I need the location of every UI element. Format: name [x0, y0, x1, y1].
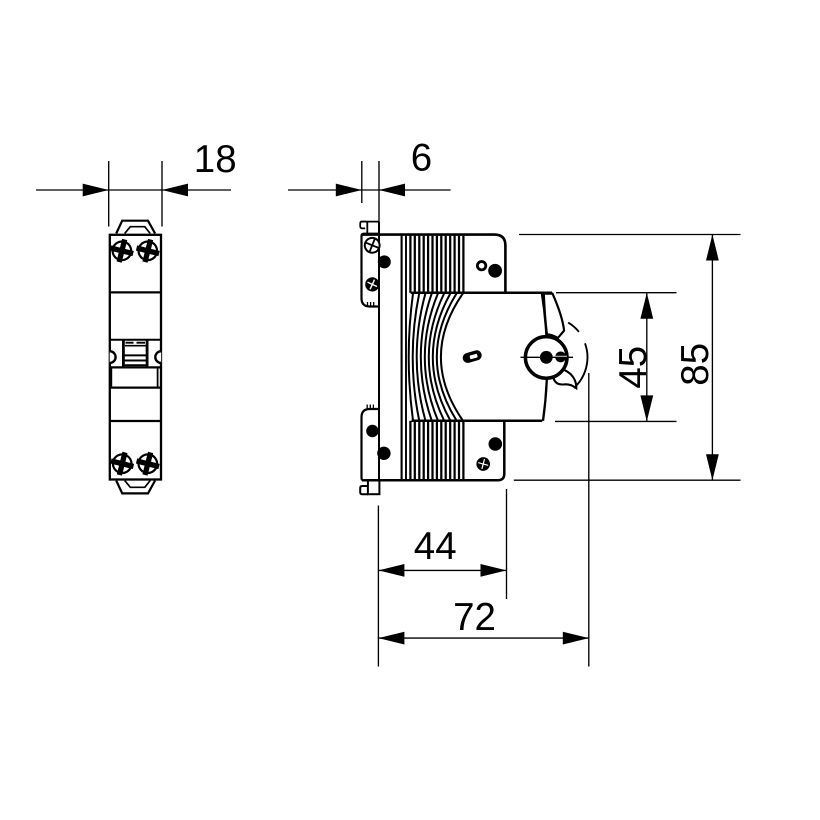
- svg-text:44: 44: [414, 525, 457, 568]
- svg-text:85: 85: [674, 343, 717, 386]
- svg-text:45: 45: [612, 346, 655, 389]
- svg-text:18: 18: [194, 138, 237, 181]
- svg-text:72: 72: [453, 596, 496, 639]
- svg-text:6: 6: [411, 137, 432, 180]
